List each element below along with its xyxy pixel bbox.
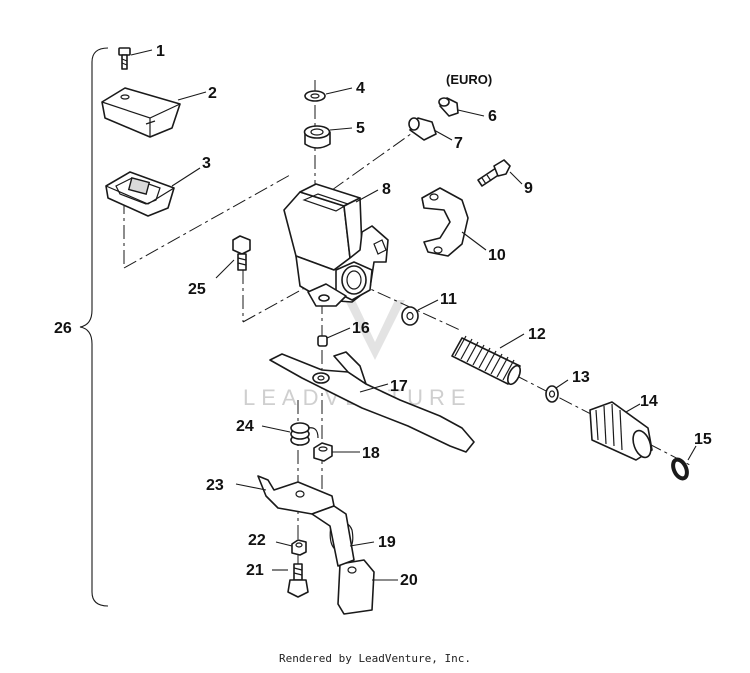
- callout-2: 2: [208, 85, 217, 102]
- callout-16: 16: [352, 320, 370, 337]
- callout-1: 1: [156, 43, 165, 60]
- part-11-seal: [401, 306, 419, 326]
- callout-21: 21: [246, 562, 264, 579]
- callout-3: 3: [202, 155, 211, 172]
- assembly-bracket: [79, 47, 109, 607]
- callout-10: 10: [488, 247, 506, 264]
- callout-15: 15: [694, 431, 712, 448]
- callout-4: 4: [356, 80, 365, 97]
- callout-18: 18: [362, 445, 380, 462]
- part-5-bushing: [303, 125, 331, 149]
- part-6-cap: [438, 97, 459, 117]
- part-3-diaphragm: [105, 171, 175, 217]
- callout-14: 14: [640, 393, 658, 410]
- part-23-bracket: [257, 475, 355, 567]
- callout-5: 5: [356, 120, 365, 137]
- callout-9: 9: [524, 180, 533, 197]
- callout-17: 17: [390, 378, 408, 395]
- callout-11: 11: [440, 291, 457, 308]
- part-16-pin: [317, 335, 328, 347]
- part-22-nut: [291, 539, 307, 556]
- part-7-bleeder: [408, 117, 437, 141]
- callout-23: 23: [206, 477, 224, 494]
- callout-19: 19: [378, 534, 396, 551]
- leader-lines: [130, 49, 697, 581]
- callout-labels: 1 2 3 4 5 (EURO) 6 7 8 9 10 11 12 13 14 …: [54, 43, 712, 589]
- callout-6: 6: [488, 108, 497, 125]
- part-24-spring: [290, 422, 319, 446]
- part-21-bolt: [287, 563, 309, 598]
- callout-20: 20: [400, 572, 418, 589]
- part-25-bolt: [232, 235, 251, 271]
- callout-7: 7: [454, 135, 463, 152]
- part-12-spring: [451, 335, 521, 386]
- footer-credit: Rendered by LeadVenture, Inc.: [278, 652, 472, 665]
- part-17-lever: [269, 351, 475, 453]
- part-8-master-cylinder: [283, 183, 389, 307]
- part-4-washer: [304, 90, 326, 102]
- part-2-cover: [101, 87, 181, 138]
- part-18-nut: [313, 442, 333, 462]
- part-20-tag: [337, 559, 375, 615]
- callout-25: 25: [188, 281, 206, 298]
- callout-8: 8: [382, 181, 391, 198]
- part-9-bolt: [477, 159, 511, 187]
- part-1-screw: [118, 47, 131, 70]
- euro-note: (EURO): [446, 72, 492, 87]
- callout-13: 13: [572, 369, 590, 386]
- callout-22: 22: [248, 532, 266, 549]
- part-10-clamp: [421, 187, 469, 257]
- part-13-washer: [545, 385, 559, 403]
- callout-26: 26: [54, 320, 72, 337]
- callout-12: 12: [528, 326, 546, 343]
- part-14-piston: [589, 401, 653, 461]
- callout-24: 24: [236, 418, 254, 435]
- part-15-o-ring: [671, 457, 689, 481]
